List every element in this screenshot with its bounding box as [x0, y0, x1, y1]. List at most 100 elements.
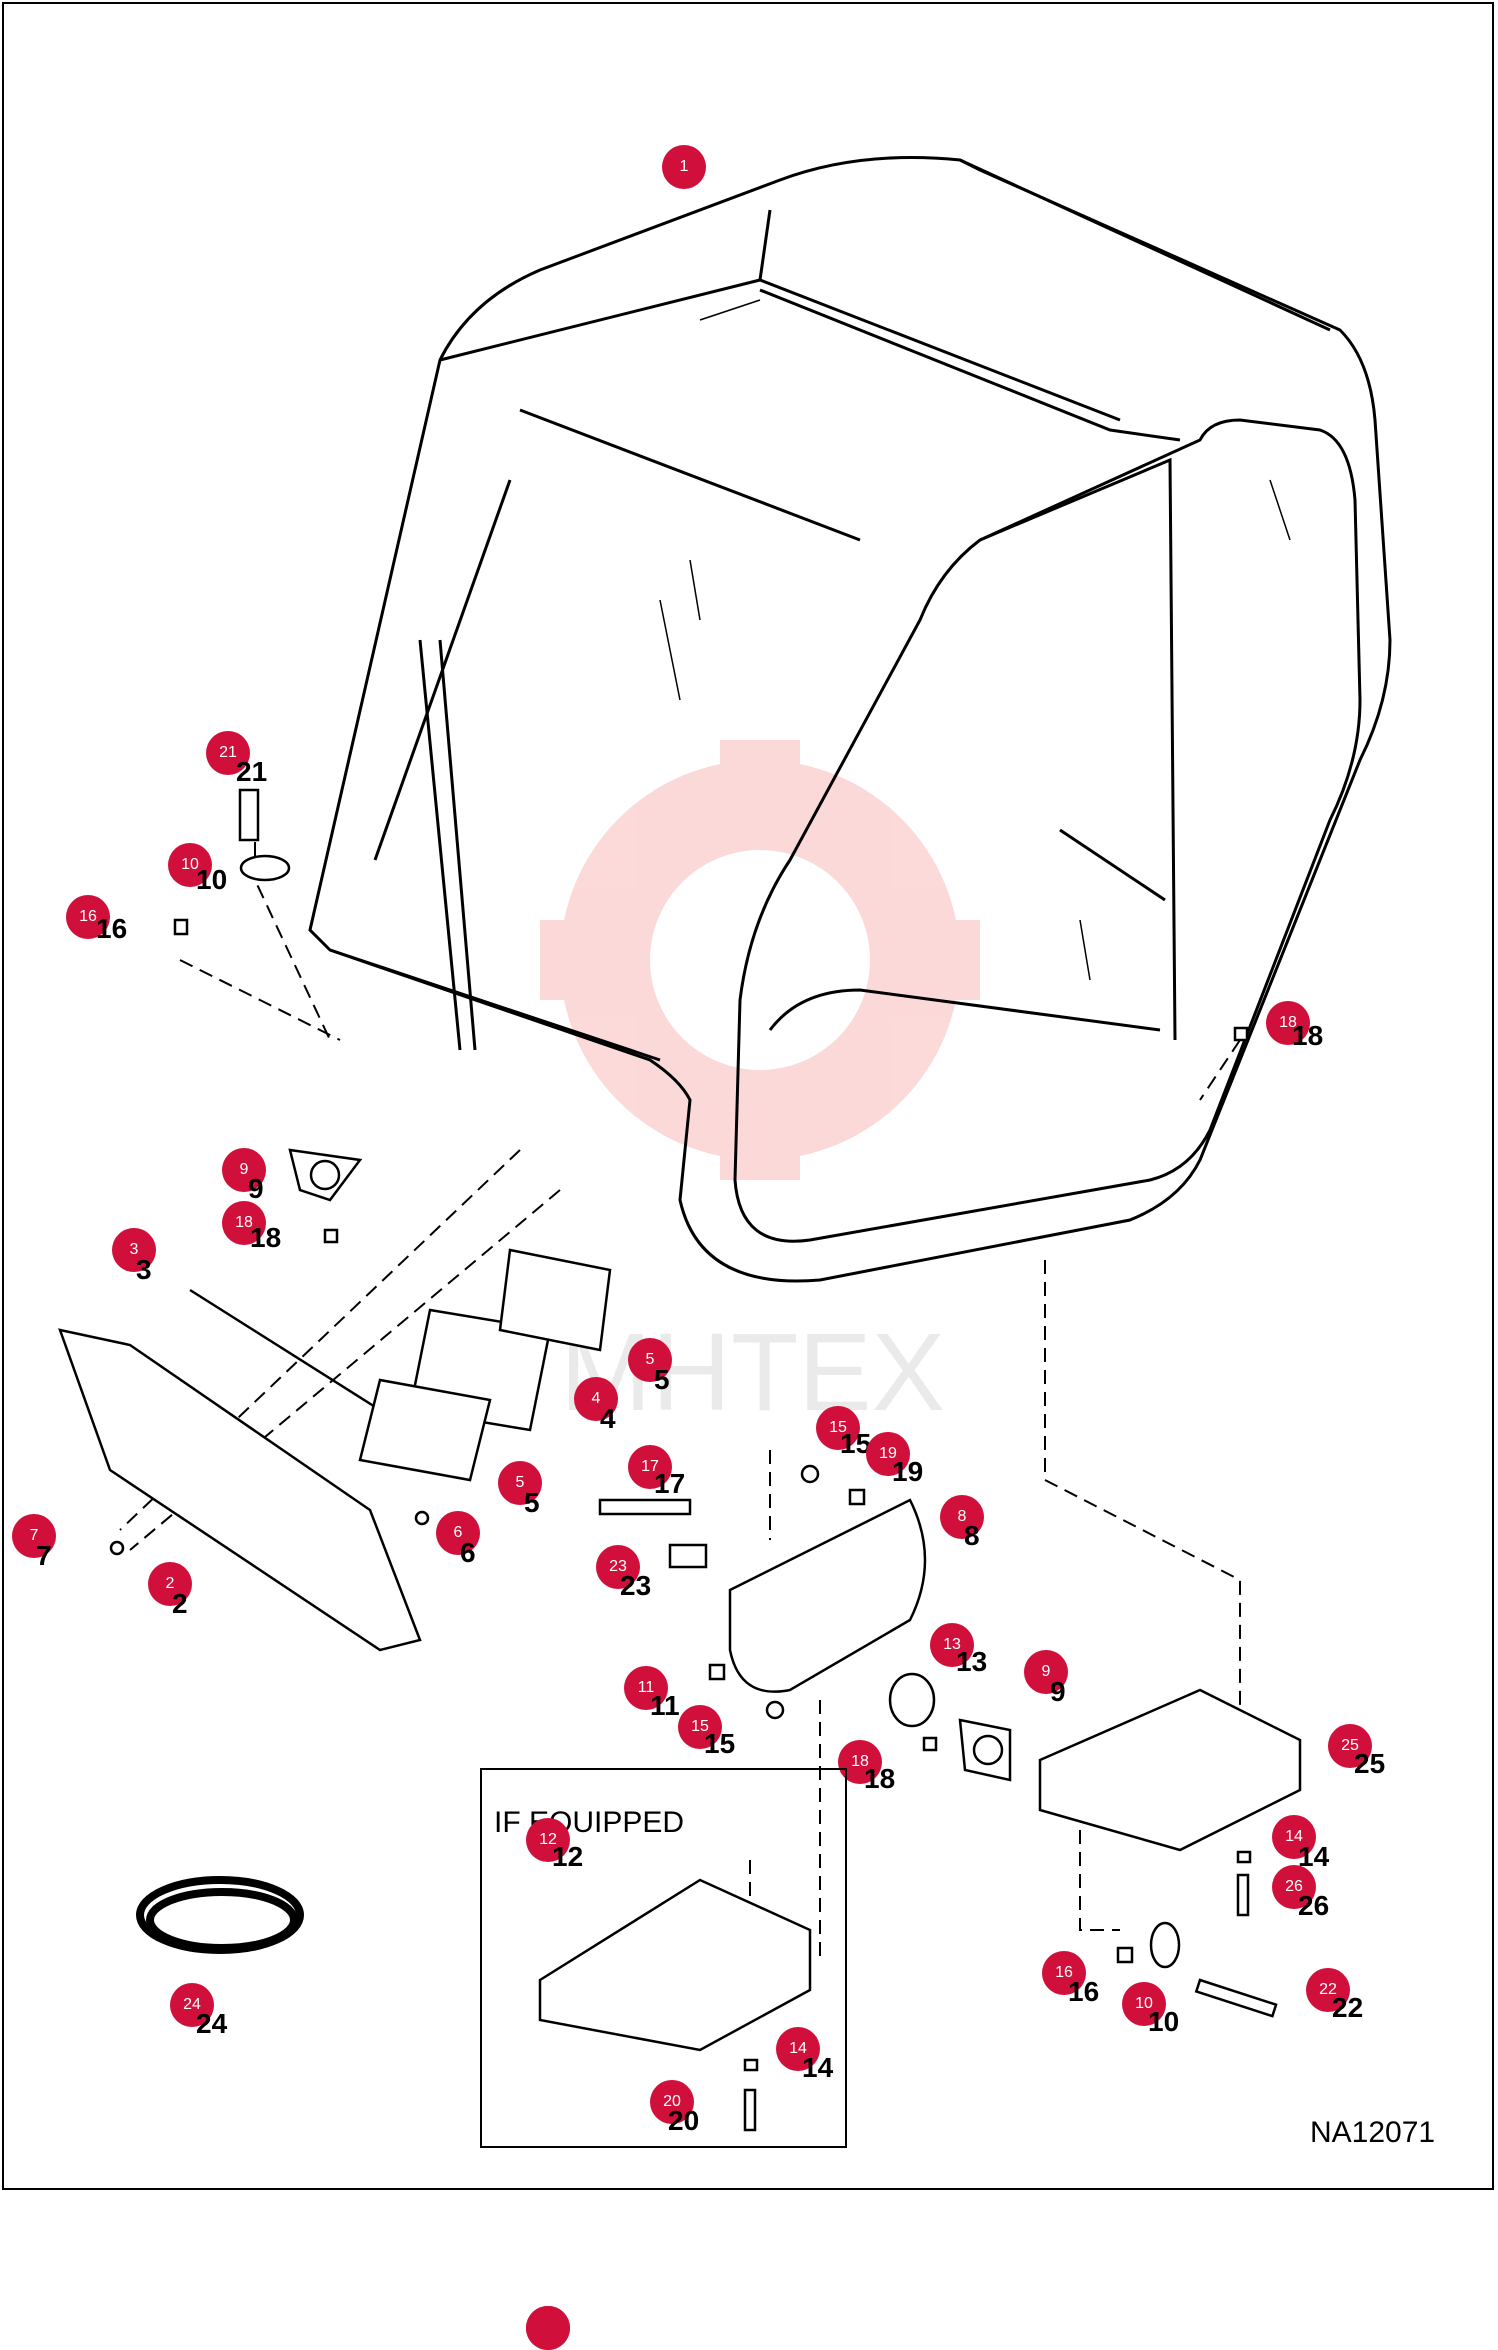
callout-23-badge: 23	[596, 1545, 640, 1589]
callout-2-label: 2	[172, 1588, 188, 1619]
watermark-text: MHTEX	[560, 1311, 945, 1434]
callout-16b-label: 16	[1068, 1976, 1100, 2007]
nut-19	[848, 1488, 866, 1506]
callout-12-label: 12	[552, 1841, 584, 1872]
callout-20-label: 20	[668, 2105, 700, 2136]
callout-13-badge: 13	[930, 1623, 974, 1667]
callout-9b-badge: 9	[1024, 1650, 1068, 1694]
watermark-gear-icon	[540, 740, 980, 1180]
callout-4-label: 4	[600, 1403, 616, 1434]
spacer-23	[668, 1543, 708, 1569]
callout-24-label: 24	[196, 2008, 228, 2039]
callout-17-label: 17	[654, 1468, 686, 1499]
cab-frame	[308, 156, 1392, 1283]
callout-8-badge: 8	[940, 1495, 984, 1539]
callout-3-badge: 3	[112, 1228, 156, 1272]
washer-14	[1236, 1850, 1252, 1864]
grille-5b	[498, 1248, 612, 1352]
grille-5a	[358, 1378, 492, 1482]
bracket-12	[538, 1878, 812, 2052]
callout-11-label: 11	[650, 1690, 680, 1721]
callout-18-right-label: 18	[1292, 1020, 1324, 1051]
nut-11	[708, 1663, 726, 1681]
nut-16b	[1116, 1946, 1134, 1964]
callout-7-label: 7	[36, 1540, 52, 1571]
callout-10b-label: 10	[1148, 2006, 1180, 2037]
drawing-frame	[2, 2, 1494, 2190]
callout-20-badge: 20	[650, 2080, 694, 2124]
bolt-21	[238, 788, 260, 842]
nut-18b	[922, 1736, 938, 1752]
bolt-26	[1236, 1873, 1250, 1917]
callout-6-badge: 6	[436, 1511, 480, 1555]
bolt-20	[743, 2088, 757, 2132]
callout-2-badge: 2	[148, 1562, 192, 1606]
seal-strip-3	[189, 1288, 381, 1412]
callout-22-badge: 22	[1306, 1968, 1350, 2012]
callout-9-badge: 9	[222, 1148, 266, 1192]
callout-19-label: 19	[892, 1456, 924, 1487]
callout-6-label: 6	[460, 1537, 476, 1568]
callout-5a-badge: 5	[628, 1338, 672, 1382]
callout-5b-badge: 5	[498, 1461, 542, 1505]
screw-6	[414, 1510, 430, 1526]
inset-title: IF EQUIPPED	[494, 1806, 685, 1839]
callout-5b-label: 5	[524, 1487, 540, 1518]
callout-16-badge: 16	[66, 895, 110, 939]
isolator-13	[888, 1672, 936, 1728]
callout-14b-badge: 14	[776, 2027, 820, 2071]
callout-18-label: 18	[250, 1222, 282, 1253]
callout-16-label: 16	[96, 913, 128, 944]
callout-7-badge: 7	[12, 1514, 56, 1558]
callout-10b-badge: 10	[1122, 1982, 1166, 2026]
callout-17-badge: 17	[628, 1445, 672, 1489]
screw-7	[109, 1540, 125, 1556]
callout-21-badge: 21	[206, 731, 250, 775]
callout-26-label: 26	[1298, 1890, 1330, 1921]
callout-25-badge: 25	[1328, 1724, 1372, 1768]
callout-9b-label: 9	[1050, 1676, 1066, 1707]
hose-24	[136, 1876, 304, 1954]
callout-16b-badge: 16	[1042, 1951, 1086, 1995]
callout-15a-badge: 15	[816, 1406, 860, 1450]
callout-12-badge-true: 12	[526, 1818, 570, 1862]
washer-15a	[800, 1464, 820, 1484]
callout-5a-label: 5	[654, 1364, 670, 1395]
nut-18-right	[1233, 1026, 1249, 1042]
hardware-parts	[58, 788, 1302, 2132]
callout-15a-label: 15	[840, 1428, 872, 1459]
drawing-id: NA12071	[1310, 2116, 1436, 2149]
bracket-8	[728, 1498, 927, 1693]
callout-14b-label: 14	[802, 2052, 834, 2083]
cab-exploded-diagram: MHTEX	[58, 156, 1392, 2132]
washer-10	[239, 854, 291, 882]
callout-22-label: 22	[1332, 1992, 1364, 2023]
callout-10-label: 10	[196, 864, 228, 895]
callout-9-label: 9	[248, 1173, 264, 1204]
callout-24-badge: 24	[170, 1983, 214, 2027]
callout-19-badge: 19	[866, 1432, 910, 1476]
callout-18-badge: 18	[222, 1201, 266, 1245]
callout-18-right-badge: 18	[1266, 1001, 1310, 1045]
bolt-22	[1194, 1978, 1278, 2018]
callout-4-badge: 4	[574, 1377, 618, 1421]
callout-14-label: 14	[1298, 1841, 1330, 1872]
bolt-17	[598, 1498, 692, 1516]
bracket-25	[1038, 1688, 1302, 1852]
washer-15b	[765, 1700, 785, 1720]
callout-12	[526, 2306, 570, 2350]
callout-15b-label: 15	[704, 1728, 736, 1759]
callout-15b-badge: 15	[678, 1705, 722, 1749]
if-equipped-inset	[480, 1768, 847, 2148]
washer-14b	[743, 2058, 759, 2072]
callout-14-badge: 14	[1272, 1815, 1316, 1859]
glass-reflections	[659, 299, 1291, 981]
callout-11-badge: 11	[624, 1666, 668, 1710]
cover-panel-2	[58, 1328, 422, 1652]
nut-16	[173, 918, 189, 936]
callout-25-label: 25	[1354, 1748, 1386, 1779]
callout-21-label: 21	[236, 756, 268, 787]
callout-3-label: 3	[136, 1254, 152, 1285]
callout-23-label: 23	[620, 1570, 652, 1601]
callout-13-label: 13	[956, 1646, 988, 1677]
